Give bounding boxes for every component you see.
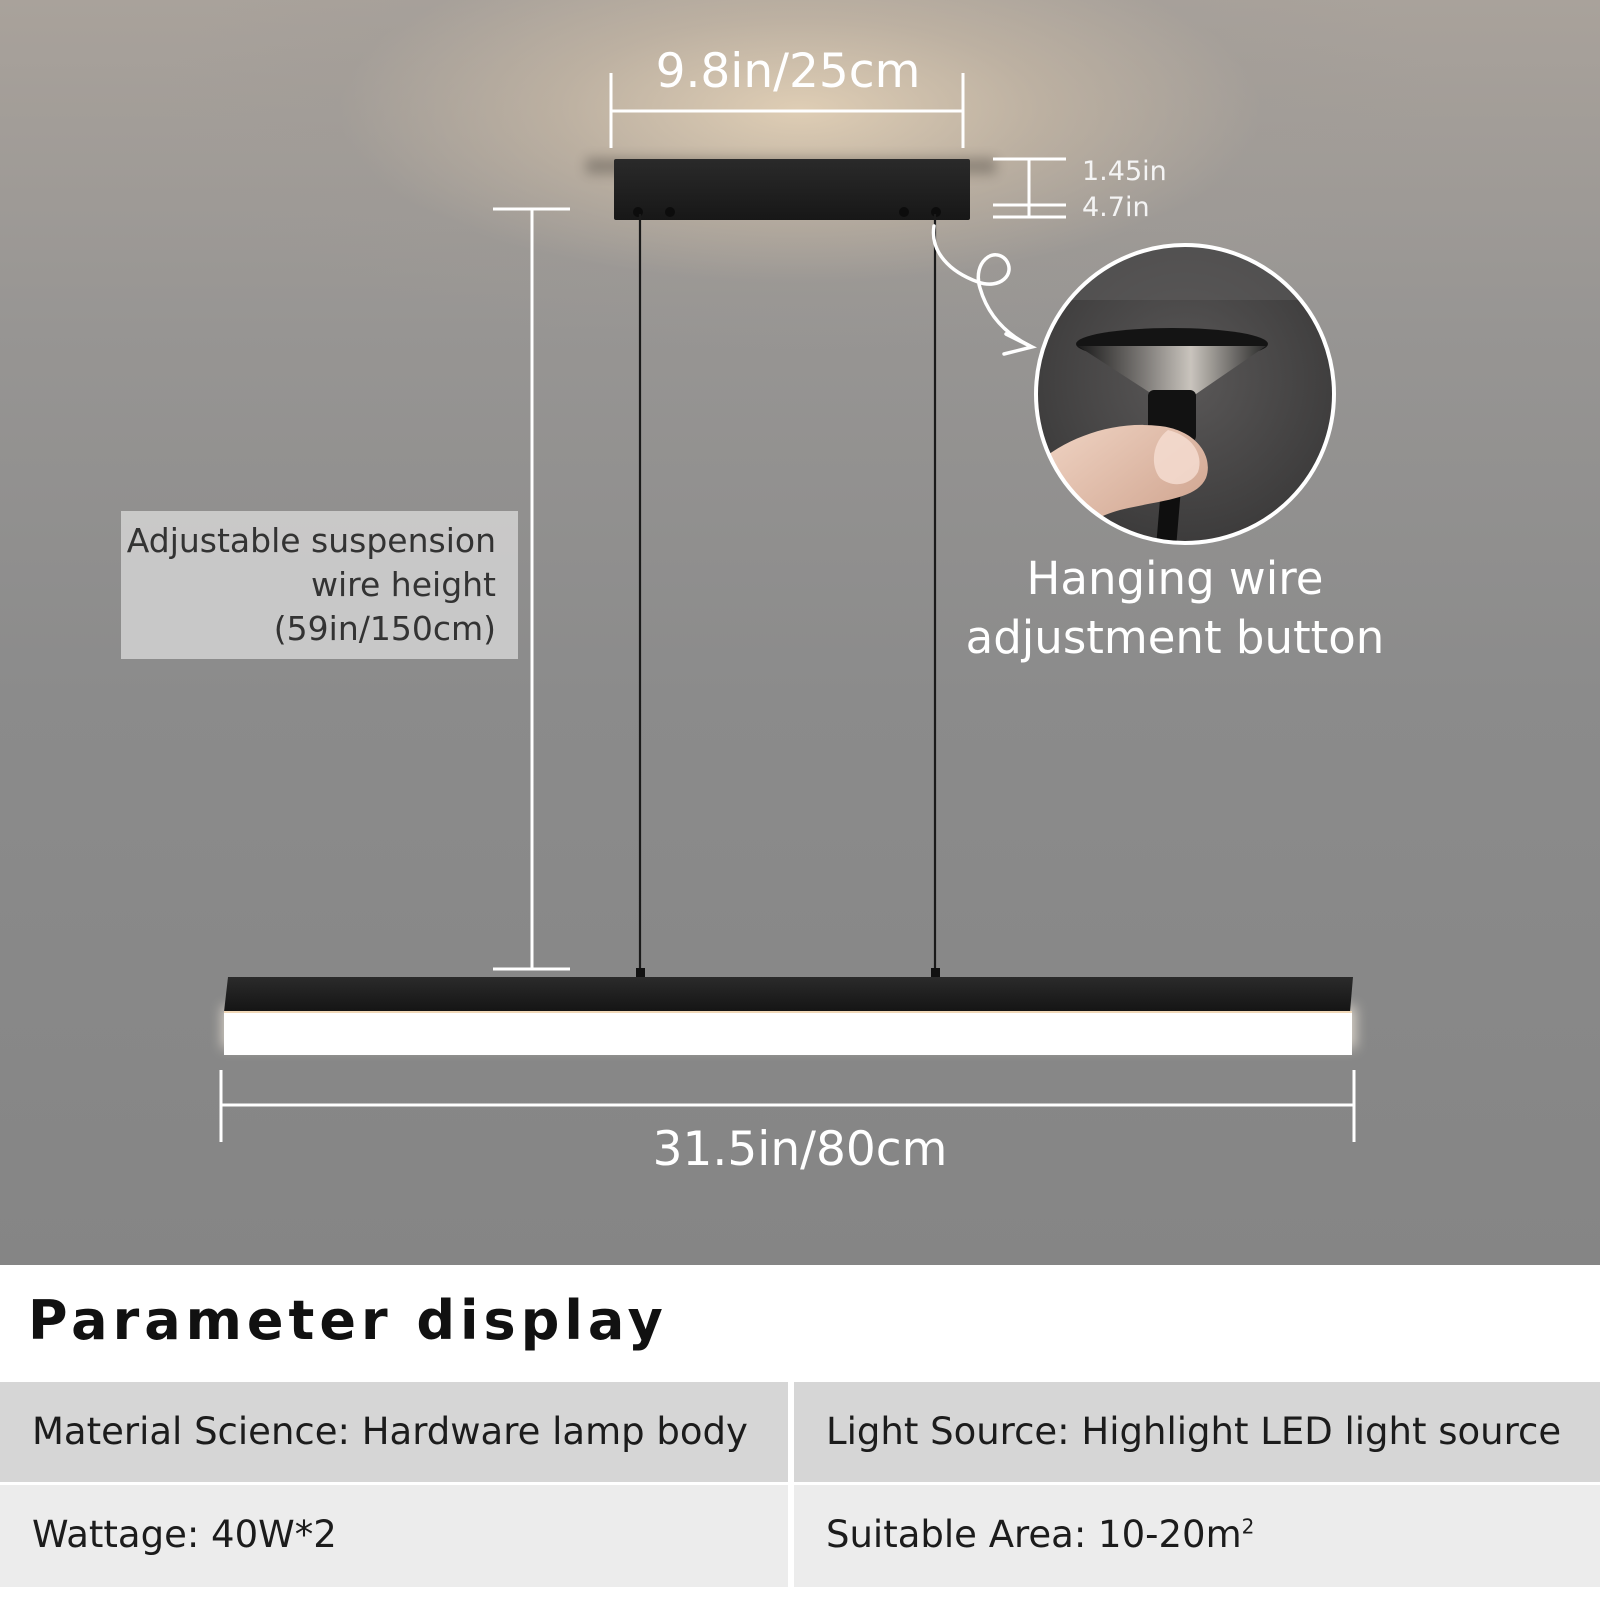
param-light-source: Light Source: Highlight LED light source [794,1382,1600,1482]
param-material: Material Science: Hardware lamp body [0,1382,788,1482]
curved-arrow-icon [931,224,1038,356]
product-photo-area: 9.8in/25cm 1.45in 4.7in 31.5in/80cm Adju… [0,0,1600,1265]
param-area-superscript: 2 [1241,1514,1255,1539]
suspension-note-line3: (59in/150cm) [273,609,496,648]
param-area-text: Suitable Area: 10-20m [826,1513,1242,1556]
callout-title-line2: adjustment button [965,611,1385,664]
lamp-illustration [219,73,1356,1142]
suspension-note-line1: Adjustable suspension [126,521,496,560]
canopy-height-label-1: 1.45in [1082,156,1167,187]
parameter-heading: Parameter display [28,1289,668,1352]
lamp-bar [222,977,1356,1055]
canopy-width-label: 9.8in/25cm [655,44,921,99]
magnified-button-photo [1034,243,1336,545]
suspension-note: Adjustable suspension wire height (59in/… [121,511,518,659]
callout-title-line1: Hanging wire [1026,552,1324,605]
ceiling-canopy [586,158,996,220]
suspension-wires [636,214,940,978]
parameter-section: Parameter display Material Science: Hard… [0,1265,1600,1600]
dimension-lines [219,73,1356,1142]
param-area: Suitable Area: 10-20m2 [794,1485,1600,1587]
lamp-length-label: 31.5in/80cm [652,1122,948,1177]
suspension-note-line2: wire height [311,565,496,604]
canopy-height-label-2: 4.7in [1082,192,1150,223]
param-wattage: Wattage: 40W*2 [0,1485,788,1587]
